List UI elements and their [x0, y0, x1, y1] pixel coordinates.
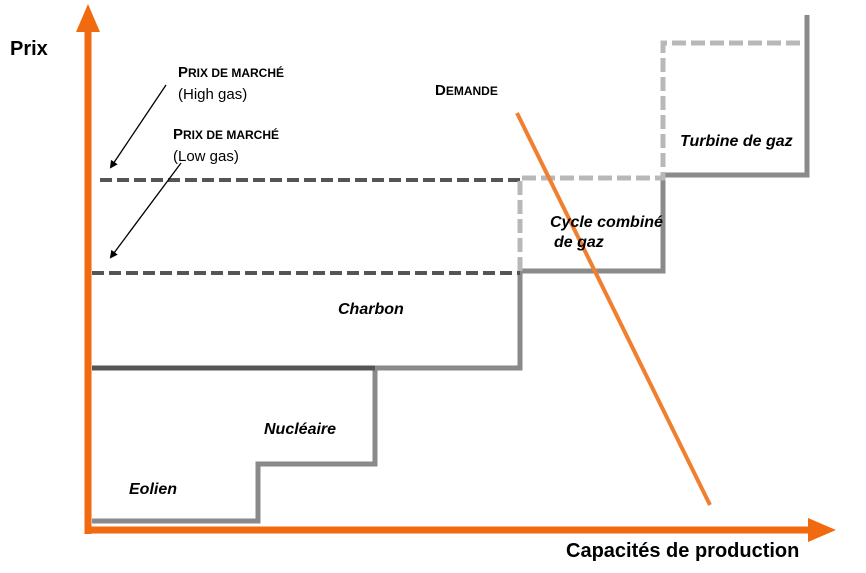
market-price-high-title: PRIX DE MARCHÉ [178, 64, 284, 81]
title-rest: RIX DE MARCHÉ [188, 66, 285, 80]
high-gas-dashed-step [517, 40, 800, 271]
arrow-high [109, 84, 167, 169]
x-axis-arrowhead [808, 518, 836, 542]
market-price-low-subtitle: (Low gas) [173, 148, 239, 165]
segment-eolien: Eolien [129, 481, 178, 498]
x-axis-label: Capacités de production [566, 540, 800, 562]
title-rest: RIX DE MARCHÉ [183, 128, 280, 142]
demand-label: DEMANDE [435, 82, 498, 99]
market-price-high-subtitle: (High gas) [178, 86, 248, 103]
title-rest: EMANDE [445, 84, 498, 98]
title-initial: D [435, 82, 446, 99]
supply-step-curve [92, 15, 810, 524]
arrow-low [109, 162, 182, 259]
y-axis-label: Prix [10, 38, 48, 60]
title-initial: P [178, 64, 189, 81]
segment-nucleaire: Nucléaire [264, 421, 337, 438]
segment-charbon: Charbon [338, 301, 404, 318]
segment-turbine: Turbine de gaz [680, 133, 793, 150]
market-price-low-title: PRIX DE MARCHÉ [173, 126, 279, 143]
demand-line [515, 112, 712, 506]
segment-ccg-line2: de gaz [554, 234, 604, 251]
y-axis-arrowhead [76, 4, 100, 32]
title-initial: P [173, 126, 184, 143]
segment-ccg-line1: Cycle combiné [550, 214, 663, 231]
